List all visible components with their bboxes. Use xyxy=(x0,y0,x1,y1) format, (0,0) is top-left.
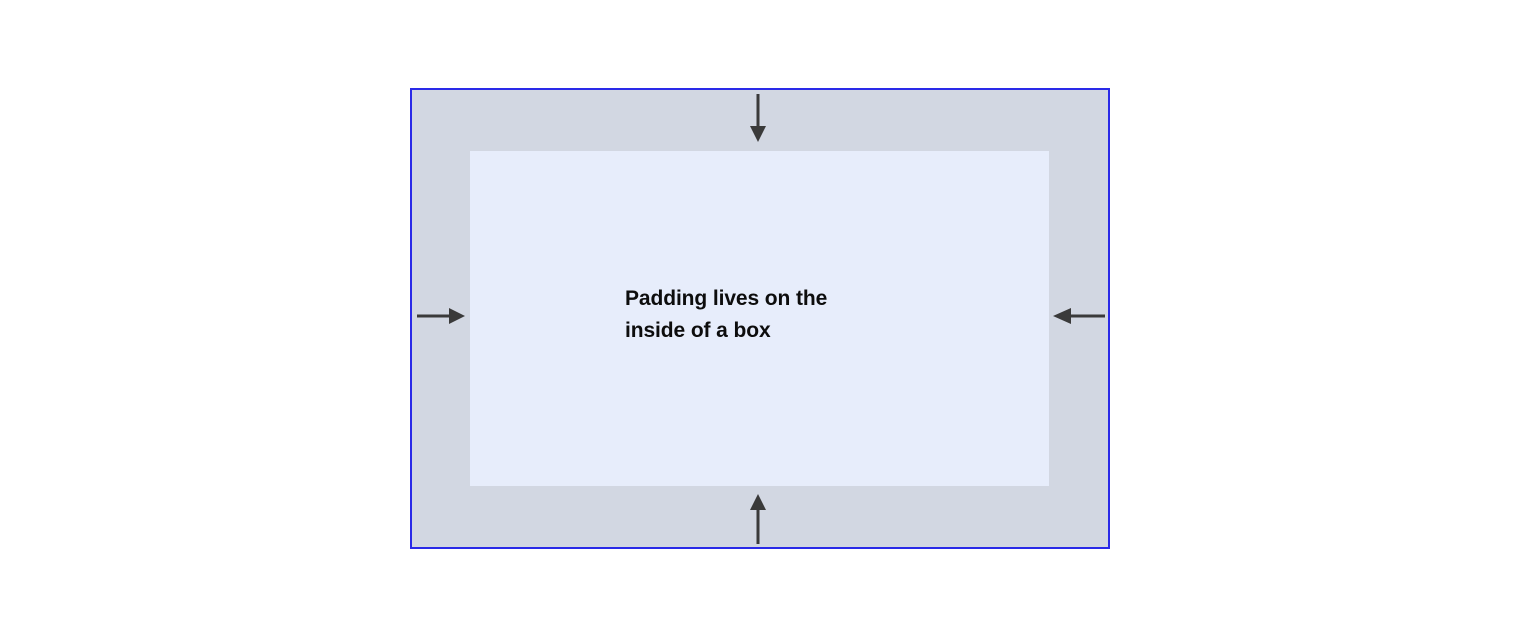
content-box xyxy=(470,151,1049,486)
padding-arrow-top xyxy=(750,94,766,142)
padding-arrow-bottom xyxy=(750,494,766,544)
padding-arrow-right xyxy=(1053,308,1105,324)
content-box-label: Padding lives on the inside of a box xyxy=(625,287,828,342)
padding-arrow-left xyxy=(417,308,465,324)
